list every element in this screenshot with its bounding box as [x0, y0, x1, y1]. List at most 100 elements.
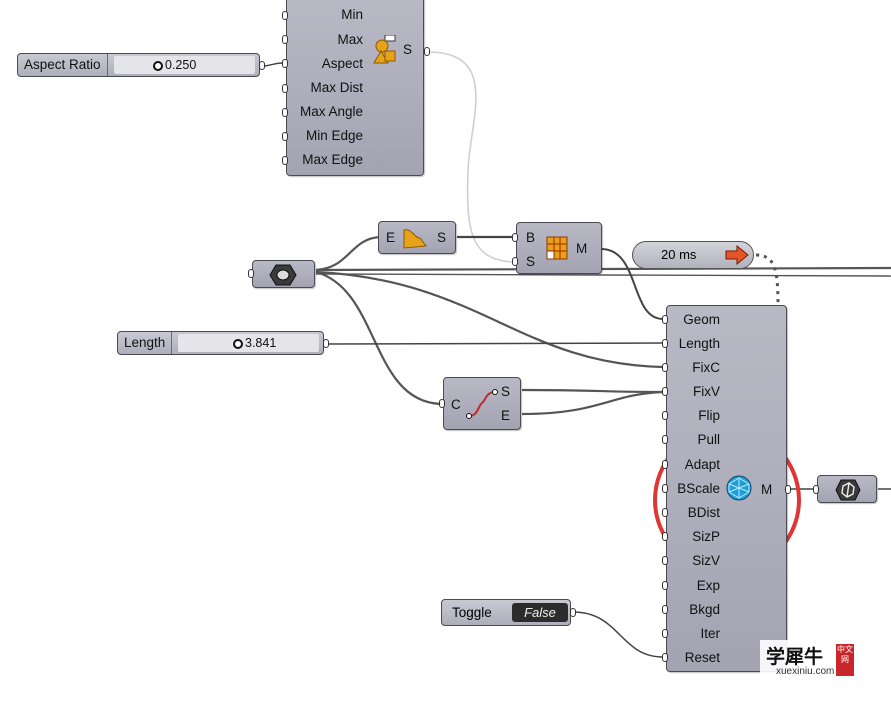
slider-label: Aspect Ratio — [18, 54, 108, 76]
port-length[interactable] — [662, 339, 668, 348]
slider-value: 0.250 — [165, 58, 197, 72]
slider-knob[interactable] — [153, 61, 163, 71]
aspect-ratio-slider[interactable]: Aspect Ratio 0.250 — [17, 53, 260, 77]
watermark-en: xuexiniu.com — [776, 666, 835, 677]
port-adapt[interactable] — [662, 460, 668, 469]
watermark-logo: 学犀牛 xuexiniu.com 中文网 — [760, 640, 858, 680]
wire-geom-right-2 — [315, 273, 891, 277]
input-max-angle: Max Angle — [299, 104, 363, 119]
port-max-dist[interactable] — [282, 84, 288, 93]
timer-component[interactable]: 20 ms — [632, 241, 754, 269]
input-min: Min — [341, 7, 363, 22]
input-adapt: Adapt — [684, 457, 720, 472]
output-s: S — [437, 230, 447, 245]
input-sizp: SizP — [692, 529, 720, 544]
output-e: E — [501, 408, 511, 423]
input-flip: Flip — [698, 408, 720, 423]
input-fixv: FixV — [693, 384, 720, 399]
port-reset[interactable] — [662, 653, 668, 662]
slider-label: Length — [118, 332, 173, 354]
wire-geom-curve — [315, 270, 441, 406]
port-exp[interactable] — [662, 581, 668, 590]
input-b: B — [526, 230, 536, 245]
input-max-edge: Max Edge — [302, 152, 363, 167]
watermark-seal: 中文网 — [836, 644, 854, 676]
port-bscale[interactable] — [662, 484, 668, 493]
edges-component[interactable]: E S — [378, 221, 456, 254]
sphere-mesh-icon — [726, 475, 752, 501]
input-aspect: Aspect — [321, 56, 363, 71]
port-min[interactable] — [282, 11, 288, 20]
input-min-edge: Min Edge — [305, 128, 363, 143]
input-max: Max — [337, 32, 363, 47]
geometry-param[interactable] — [252, 260, 315, 288]
slider-knob[interactable] — [233, 339, 243, 349]
slider-track[interactable] — [178, 334, 319, 352]
wire-toggle-reset — [572, 611, 664, 658]
slider-track[interactable] — [114, 56, 255, 74]
mesh-machine-component[interactable]: Geom Length FixC FixV Flip Pull Adapt BS… — [666, 305, 787, 672]
input-bkgd: Bkgd — [689, 602, 720, 617]
wire-geom-edges — [315, 235, 382, 272]
output-s: S — [403, 42, 413, 57]
port-pull[interactable] — [662, 435, 668, 444]
wire-length — [325, 342, 664, 345]
port-geometry-in[interactable] — [248, 269, 254, 278]
wire-geom-fixc — [315, 270, 664, 369]
port-aspect[interactable] — [282, 59, 288, 68]
port-sizp[interactable] — [662, 532, 668, 541]
boolean-toggle[interactable]: Toggle False — [441, 599, 571, 626]
port-curve-c[interactable] — [439, 399, 445, 408]
input-length: Length — [678, 336, 720, 351]
input-sizv: SizV — [692, 553, 720, 568]
port-sizv[interactable] — [662, 556, 668, 565]
port-mesh-param-in[interactable] — [813, 485, 819, 494]
port-mesh-s[interactable] — [512, 257, 518, 266]
port-machine-out[interactable] — [785, 485, 791, 494]
arrow-right-icon — [725, 245, 749, 265]
mesh-component[interactable]: B S M — [516, 222, 602, 274]
output-m: M — [576, 241, 588, 256]
curve-endpoints-component[interactable]: C S E — [443, 377, 521, 430]
port-flip[interactable] — [662, 411, 668, 420]
wire-mesh-geom — [601, 248, 664, 320]
settings-shapes-icon — [373, 35, 396, 64]
input-geom: Geom — [683, 312, 720, 327]
wire-surface — [427, 51, 514, 263]
port-max-edge[interactable] — [282, 156, 288, 165]
port-bkgd[interactable] — [662, 605, 668, 614]
slider-value: 3.841 — [245, 336, 277, 350]
length-slider[interactable]: Length 3.841 — [117, 331, 324, 355]
wire-aspect — [261, 62, 284, 67]
wire-curve-s — [521, 388, 664, 394]
input-e: E — [386, 230, 396, 245]
edges-icon — [403, 229, 427, 249]
port-length-slider-out[interactable] — [323, 339, 329, 348]
input-bdist: BDist — [687, 505, 720, 520]
port-geom[interactable] — [662, 315, 668, 324]
input-max-dist: Max Dist — [310, 80, 363, 95]
port-max[interactable] — [282, 35, 288, 44]
port-fixv[interactable] — [662, 387, 668, 396]
mesh-settings-component[interactable]: Min Max Aspect Max Dist Max Angle Min Ed… — [286, 0, 424, 176]
port-toggle-out[interactable] — [570, 608, 576, 617]
toggle-state[interactable]: False — [512, 603, 568, 622]
mesh-grid-icon — [546, 236, 568, 260]
port-max-angle[interactable] — [282, 108, 288, 117]
port-min-edge[interactable] — [282, 132, 288, 141]
input-iter: Iter — [700, 626, 720, 641]
curve-icon — [466, 389, 498, 419]
port-bdist[interactable] — [662, 508, 668, 517]
port-iter[interactable] — [662, 629, 668, 638]
port-mesh-b[interactable] — [512, 233, 518, 242]
port-settings-out[interactable] — [424, 47, 430, 56]
input-reset: Reset — [684, 650, 720, 665]
mesh-param[interactable] — [817, 475, 877, 503]
output-m: M — [761, 482, 773, 497]
port-aspect-slider-out[interactable] — [259, 61, 265, 70]
wire-geom-right-1 — [315, 266, 891, 272]
toggle-label: Toggle — [452, 605, 492, 620]
port-fixc[interactable] — [662, 363, 668, 372]
input-exp: Exp — [696, 578, 720, 593]
